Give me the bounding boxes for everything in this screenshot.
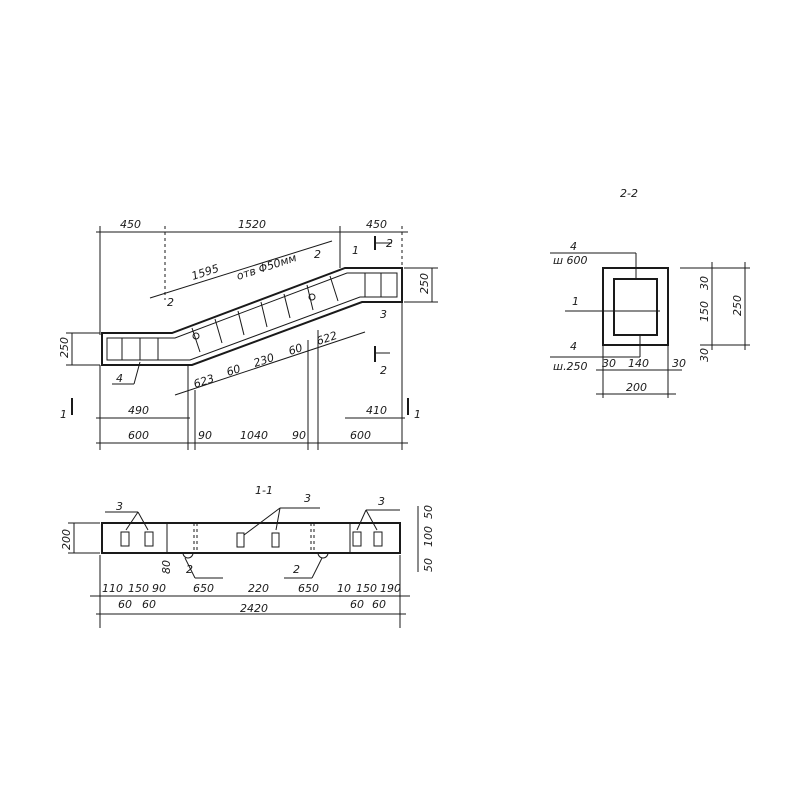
hole: [182, 552, 194, 559]
beam-rebar-cage: [106, 272, 398, 361]
dim: 60: [118, 598, 132, 611]
section-mark-2-top: 2: [386, 237, 393, 250]
callout-3: 3: [304, 492, 311, 505]
dim: 90: [152, 582, 166, 595]
hole-note: отв Φ50мм: [235, 251, 298, 283]
dim: 60: [142, 598, 156, 611]
hole: [317, 552, 329, 559]
dim: 60: [350, 598, 364, 611]
section-mark-2-bottom: 2: [380, 364, 387, 377]
callout-4: 4: [570, 340, 577, 353]
dim-right-height: 250: [418, 273, 431, 294]
dim-total-width: 200: [626, 381, 647, 394]
dim-410: 410: [366, 404, 387, 417]
dim-1040: 1040: [240, 429, 268, 442]
callout-4: 4: [570, 240, 577, 253]
dim: 650: [298, 582, 319, 595]
section-1-1: 1-1 3 3 3 2 2 200 50 100 50 80 110 150 9…: [60, 484, 435, 628]
dim: 150: [128, 582, 149, 595]
section-2-2: 2-2 4 ш 600 1 4 ш.250 30 150 30 250 30 1…: [550, 187, 750, 398]
dim: 150: [698, 301, 711, 322]
dim-left-height: 250: [58, 337, 71, 358]
dim-80: 80: [160, 560, 173, 574]
dim-top-mid: 1520: [238, 218, 266, 231]
beam-outline: [101, 267, 403, 366]
callout-2: 2: [293, 563, 300, 576]
dim-90: 90: [198, 429, 212, 442]
dim: 150: [356, 582, 377, 595]
dim-slope: 230: [252, 351, 276, 370]
hole: [192, 332, 200, 340]
callout-4: 4: [116, 372, 123, 385]
hole: [308, 293, 316, 301]
callout-2: 2: [314, 248, 321, 261]
dim-slope: 622: [315, 329, 339, 348]
dim: 110: [102, 582, 123, 595]
dim-600-right: 600: [350, 429, 371, 442]
dim-slope: 623: [192, 372, 216, 391]
callout-2: 2: [186, 563, 193, 576]
rebar-cage: [613, 278, 658, 336]
section-mark-1-left: 1: [60, 408, 67, 421]
callout-3: 3: [116, 500, 123, 513]
dim-total-height: 250: [731, 295, 744, 316]
callout-1: 1: [572, 295, 579, 308]
dim-total: 2420: [240, 602, 268, 615]
callout-3: 3: [380, 308, 387, 321]
dim: 30: [698, 276, 711, 290]
callout-2: 2: [167, 296, 174, 309]
section-outline: [101, 522, 401, 554]
dim-right: 100: [422, 526, 435, 547]
dim-490: 490: [128, 404, 149, 417]
dim: 30: [672, 357, 686, 370]
dim: 30: [698, 348, 711, 362]
dim-slope: 60: [225, 362, 242, 379]
callout-1: 1: [352, 244, 359, 257]
dim: 220: [248, 582, 269, 595]
callout-note: ш.250: [553, 360, 588, 373]
dim: 10: [337, 582, 351, 595]
section-title: 1-1: [255, 484, 273, 497]
section-title: 2-2: [620, 187, 638, 200]
dim-top-left: 450: [120, 218, 141, 231]
dim-right: 50: [422, 558, 435, 572]
dim: 60: [372, 598, 386, 611]
callout-note: ш 600: [553, 254, 588, 267]
elevation-view: 450 1520 450 1595 отв Φ50мм 623 60 230 6…: [58, 218, 438, 450]
dim-top-right: 450: [366, 218, 387, 231]
dim: 30: [602, 357, 616, 370]
dim-height: 200: [60, 529, 73, 550]
openings: [120, 531, 383, 548]
dim: 650: [193, 582, 214, 595]
dim-slope: 60: [287, 341, 304, 358]
dim: 190: [380, 582, 401, 595]
dim-600-left: 600: [128, 429, 149, 442]
section-mark-1-right: 1: [414, 408, 421, 421]
dim: 140: [628, 357, 649, 370]
dim-90: 90: [292, 429, 306, 442]
dim-right: 50: [422, 505, 435, 519]
callout-3: 3: [378, 495, 385, 508]
dim-slope-length: 1595: [190, 262, 221, 283]
stirrups: [121, 273, 382, 360]
